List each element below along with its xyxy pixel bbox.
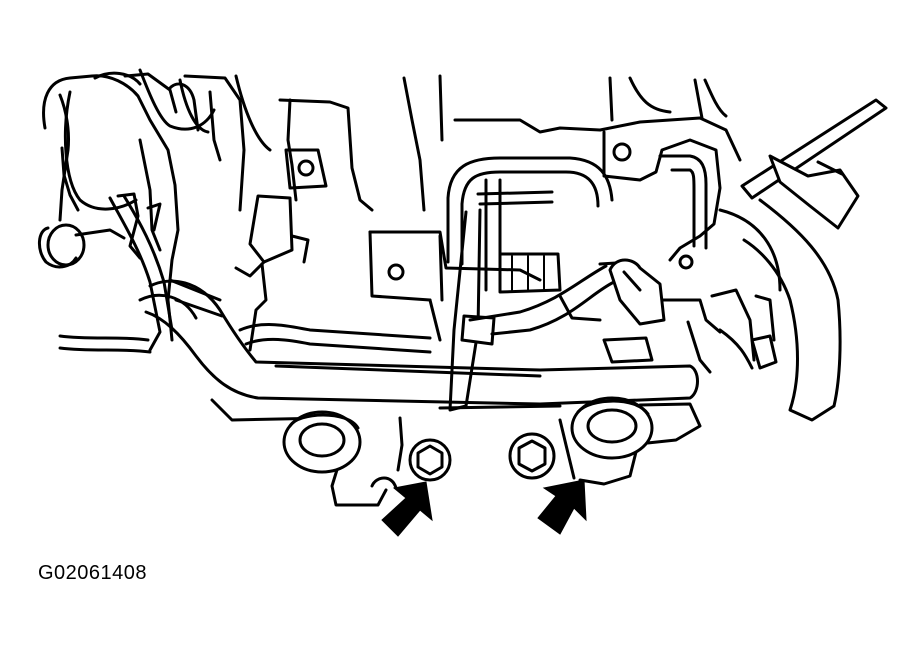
sensor-hose xyxy=(468,258,666,336)
arrow-right-icon xyxy=(537,479,587,535)
component-housing xyxy=(38,71,742,507)
nut-left xyxy=(408,438,452,482)
clip-tab xyxy=(370,476,398,490)
pulley-left xyxy=(282,410,362,474)
wiring-harness xyxy=(58,68,328,354)
vacuum-tubes xyxy=(446,154,708,292)
coolant-hose xyxy=(138,278,699,406)
figure-code: G02061408 xyxy=(38,562,148,584)
pulley-right xyxy=(570,396,654,460)
right-cable xyxy=(710,98,888,422)
arrow-left-icon xyxy=(381,481,433,537)
nut-right xyxy=(508,432,556,480)
